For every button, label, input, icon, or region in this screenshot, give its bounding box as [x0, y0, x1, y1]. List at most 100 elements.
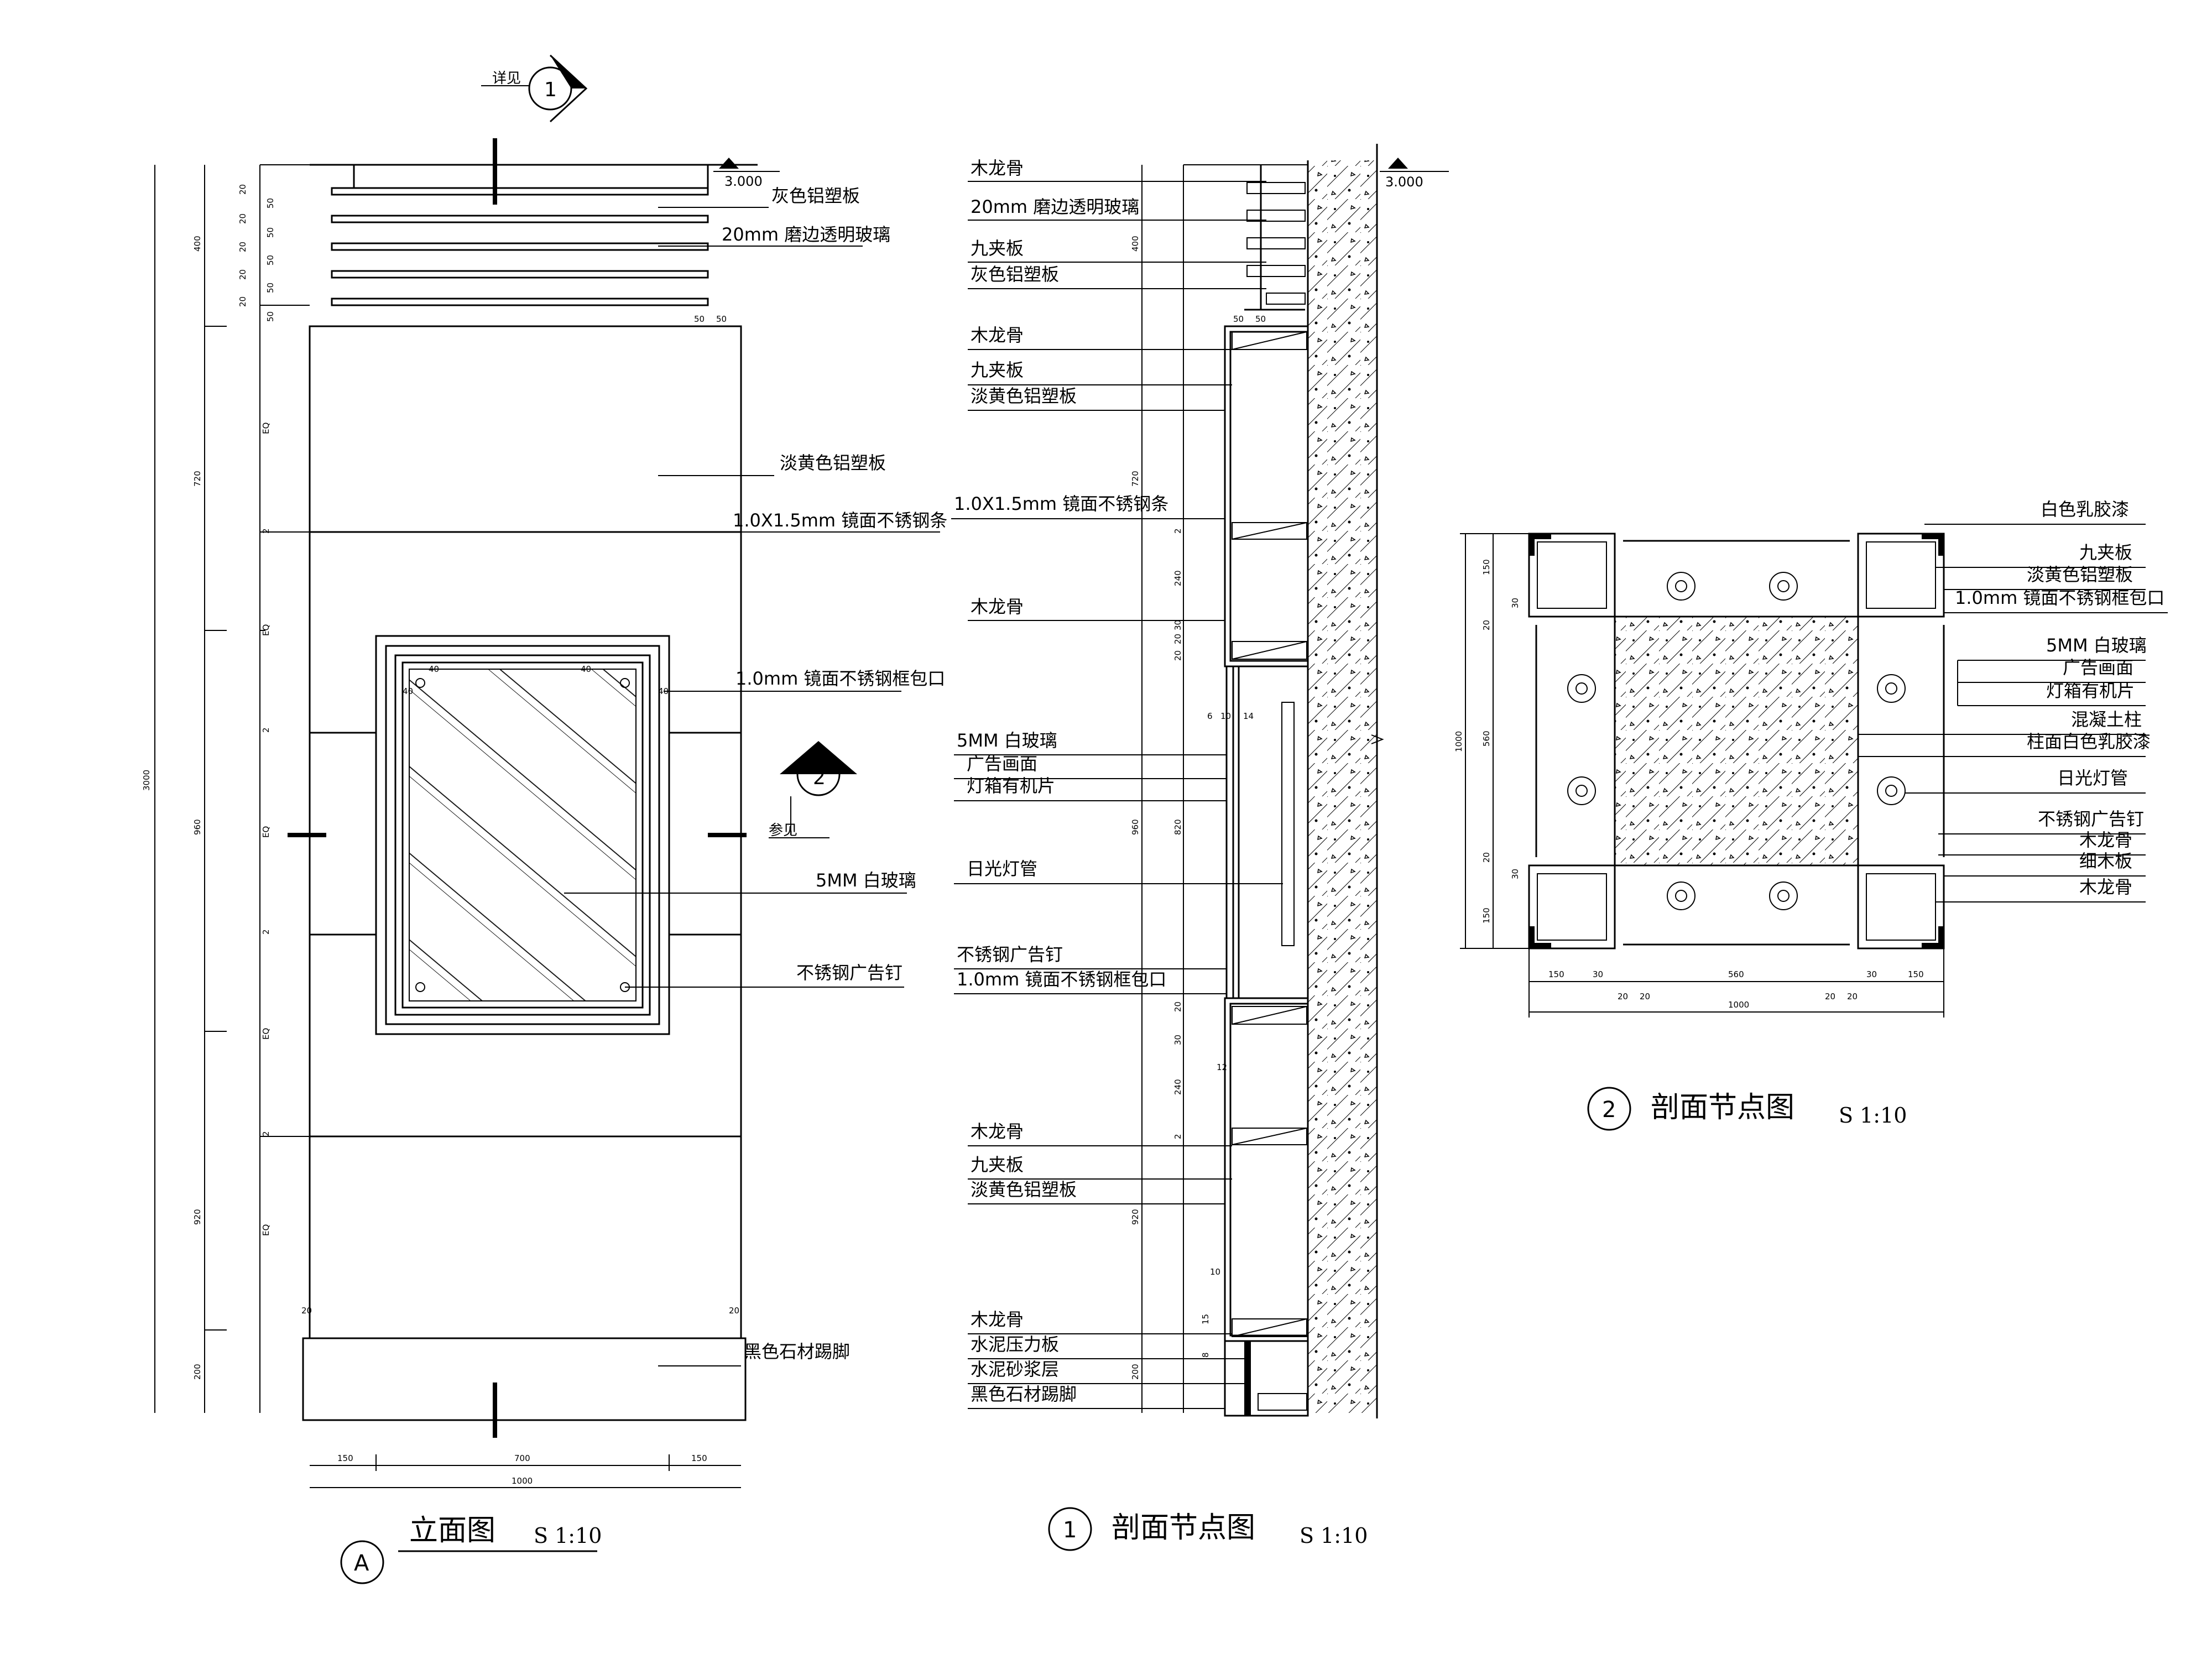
s1-dim: 10 [1210, 1267, 1220, 1277]
s1-dim: 720 [1130, 471, 1140, 487]
dim-20-right: 20 [729, 1306, 739, 1316]
s2-dimb2: 20 [1640, 992, 1650, 1001]
section2-marker: 2 [1602, 1097, 1616, 1123]
section2-title: 剖面节点图 [1651, 1091, 1794, 1124]
s1-yellow1: 淡黄色铝塑板 [971, 385, 1077, 406]
label-steel-frame: 1.0mm 镜面不锈钢框包口 [735, 668, 945, 689]
s1-glass: 20mm 磨边透明玻璃 [971, 196, 1139, 217]
s1-white-glass: 5MM 白玻璃 [957, 730, 1057, 751]
s1-lightbox: 灯箱有机片 [967, 775, 1055, 796]
s1-ply2: 九夹板 [971, 359, 1024, 380]
label-baseboard: 黑色石材踢脚 [744, 1341, 850, 1362]
dim-s: 50 [265, 227, 275, 238]
section2-labels: 白色乳胶漆 九夹板 淡黄色铝塑板 1.0mm 镜面不锈钢框包口 5MM 白玻璃 … [1858, 499, 2168, 902]
s1-dim: 240 [1173, 1079, 1183, 1095]
dim-height-2: 720 [192, 471, 202, 487]
dim-s: 20 [238, 269, 248, 280]
label-ad-nail: 不锈钢广告钉 [796, 962, 902, 983]
s2-frame: 1.0mm 镜面不锈钢框包口 [1955, 587, 2164, 608]
dim-s: EQ [261, 624, 271, 636]
label-gray-panel: 灰色铝塑板 [771, 185, 860, 206]
s1-dim: 6 [1207, 711, 1213, 721]
s2-fine-board: 细木板 [2079, 851, 2132, 872]
wall-concrete [1308, 160, 1377, 1413]
top-band-section [1244, 165, 1306, 311]
elevation-title: 立面图 [409, 1514, 495, 1547]
dim-s: 50 [265, 311, 275, 322]
dim-40: 40 [581, 664, 591, 674]
s1-dim: 15 [1201, 1314, 1211, 1324]
dim-40: 40 [429, 664, 439, 674]
s1-dim: 200 [1130, 1364, 1140, 1380]
corner-box-bl [1528, 864, 1616, 950]
body-section [1224, 325, 1309, 1417]
s2-yellow: 淡黄色铝塑板 [2027, 564, 2133, 585]
s2-wood1: 木龙骨 [2079, 830, 2132, 851]
s1-frame: 1.0mm 镜面不锈钢框包口 [957, 969, 1166, 990]
s1-dim: 20 [1173, 650, 1183, 661]
s1-dim: 2 [1173, 528, 1183, 534]
corner-box-tl [1528, 533, 1616, 618]
s2-wood2: 木龙骨 [2079, 877, 2132, 898]
s1-dim: 20 [1173, 634, 1183, 644]
section-ref-number: 2 [813, 766, 826, 789]
dim-40: 40 [658, 686, 669, 696]
detail-reference-1: 1 详见 [481, 54, 588, 123]
s2-dim: 560 [1481, 731, 1491, 747]
section1-title: 剖面节点图 [1112, 1511, 1255, 1545]
s1-mortar: 水泥砂浆层 [971, 1359, 1059, 1380]
dim-total-height: 3000 [142, 770, 152, 791]
dim-bottom-3: 150 [691, 1453, 707, 1463]
dim-s: 20 [238, 242, 248, 252]
s1-dim: 50 [1233, 314, 1244, 324]
section2-scale: S 1:10 [1839, 1103, 1907, 1128]
dim-20-left: 20 [301, 1306, 312, 1316]
s2-dimb: 30 [1866, 969, 1877, 979]
dim-s: 50 [265, 283, 275, 293]
s1-dim: 400 [1130, 236, 1140, 252]
section1-labels: 木龙骨 20mm 磨边透明玻璃 九夹板 灰色铝塑板 木龙骨 九夹板 淡黄色铝塑板… [951, 158, 1283, 1409]
section-2-view: 1000 150 30 20 560 20 30 150 150 30 560 … [1454, 499, 2168, 1131]
elevation-marker: A [354, 1551, 369, 1576]
s1-wood2: 木龙骨 [971, 325, 1024, 346]
s1-gray: 灰色铝塑板 [971, 264, 1059, 285]
s2-concrete: 混凝土柱 [2071, 709, 2142, 730]
s1-dim: 20 [1173, 1001, 1183, 1012]
section1-scale: S 1:10 [1300, 1524, 1368, 1548]
s1-wood5: 木龙骨 [971, 1309, 1024, 1330]
s1-baseboard: 黑色石材踢脚 [971, 1384, 1077, 1405]
section-ref-label: 参见 [769, 822, 797, 839]
s2-latex1: 白色乳胶漆 [2041, 499, 2129, 520]
s2-latex2: 柱面白色乳胶漆 [2027, 731, 2151, 752]
dim-s: EQ [261, 1028, 271, 1040]
label-yellow-panel: 淡黄色铝塑板 [780, 452, 886, 473]
s1-tube: 日光灯管 [967, 858, 1037, 879]
dim-bottom-2: 700 [514, 1453, 530, 1463]
label-white-glass: 5MM 白玻璃 [816, 870, 916, 891]
label-glass: 20mm 磨边透明玻璃 [722, 224, 890, 245]
dim-bottom-total: 1000 [512, 1476, 533, 1486]
section-reference-2: 2 参见 [769, 741, 857, 839]
section1-marker: 1 [1063, 1517, 1077, 1543]
s2-dim: 20 [1481, 852, 1491, 863]
s2-dimb: 30 [1593, 969, 1603, 979]
s1-ply3: 九夹板 [971, 1154, 1024, 1175]
lamp-holders [1567, 572, 1906, 910]
s1-dim: 820 [1173, 819, 1183, 835]
label-steel-strip: 1.0X1.5mm 镜面不锈钢条 [733, 510, 947, 531]
s2-white-glass: 5MM 白玻璃 [2046, 635, 2147, 656]
dim-height-3: 960 [192, 819, 202, 835]
glass-hatch [409, 669, 636, 1001]
s1-dim: 10 [1220, 711, 1231, 721]
concrete-column [1615, 617, 1858, 865]
s2-dimb2: 20 [1847, 992, 1858, 1001]
s1-cement: 水泥压力板 [971, 1334, 1059, 1355]
s2-dimb: 560 [1728, 969, 1744, 979]
s1-wood4: 木龙骨 [971, 1121, 1024, 1142]
s1-yellow2: 淡黄色铝塑板 [971, 1179, 1077, 1200]
small-dims-top: 20 50 20 50 20 50 20 50 20 50 EQ 2 EQ 2 … [238, 184, 275, 1236]
s1-dim: 920 [1130, 1209, 1140, 1225]
s2-dim: 30 [1510, 598, 1520, 608]
level-text: 3.000 [724, 174, 763, 189]
